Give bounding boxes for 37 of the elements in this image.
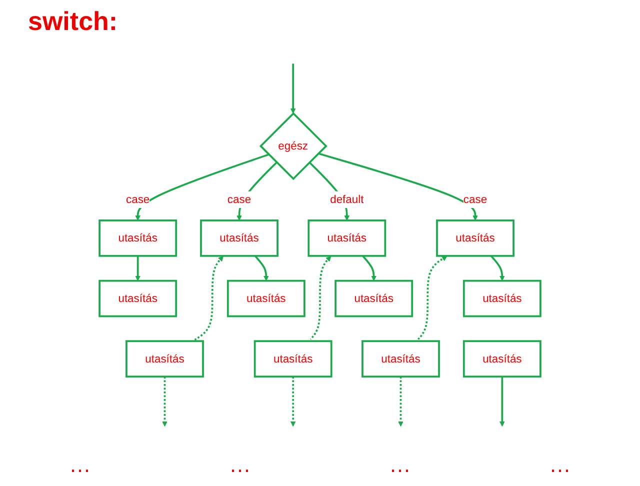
arrow [490,255,505,282]
arrow [135,256,141,282]
arrow [398,376,404,427]
node-box: utasítás [362,340,440,378]
diagram-title: switch: [28,6,118,37]
arrow [162,376,168,427]
arrow [135,154,270,221]
node-diamond: egész [259,112,328,180]
node-box: utasítás [226,280,306,318]
edge-label: case [126,193,150,206]
node-box: utasítás [98,220,178,257]
edge-label: default [330,193,364,206]
node-box: utasítás [462,340,542,378]
node-box: utasítás [254,340,332,378]
arrow [418,256,448,340]
arrow [254,255,269,282]
ellipsis-text: … [69,452,91,478]
edge-label: case [463,193,488,206]
arrow [310,256,332,340]
ellipsis-text: … [389,452,411,478]
node-box: utasítás [126,340,204,378]
node-box: utasítás [334,280,414,318]
node-box: utasítás [308,220,386,257]
arrow [194,256,224,341]
arrow [236,162,278,221]
edge-label: case [227,193,252,206]
arrow [362,255,377,282]
node-box: utasítás [200,220,278,257]
node-box: utasítás [436,220,514,257]
arrow [290,376,296,427]
ellipsis-text: … [229,452,251,478]
ellipsis-text: … [549,452,571,478]
node-box: utasítás [98,280,178,318]
arrow [290,64,296,114]
arrow [499,376,505,427]
node-box: utasítás [462,280,542,318]
arrow [318,152,478,221]
